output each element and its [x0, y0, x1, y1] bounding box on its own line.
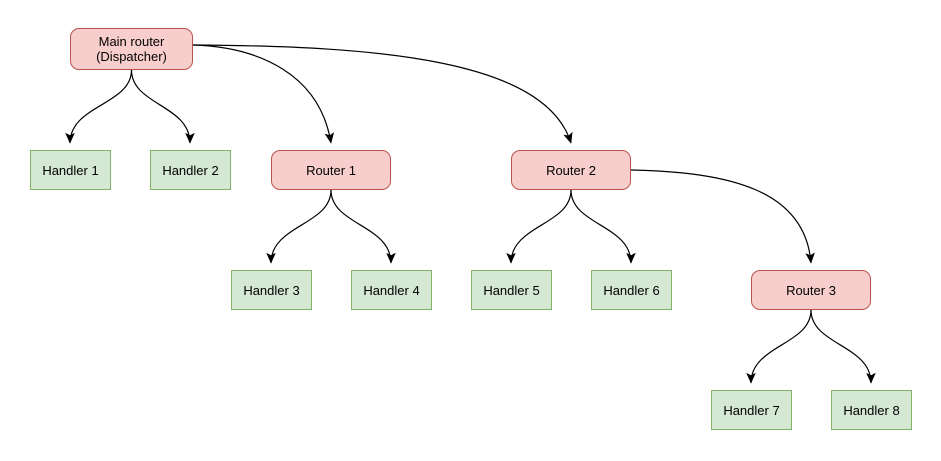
node-router-1[interactable]: Router 1 — [271, 150, 391, 190]
node-main-router[interactable]: Main router (Dispatcher) — [70, 28, 193, 70]
node-handler-3[interactable]: Handler 3 — [231, 270, 312, 310]
edge-main-h1 — [65, 69, 133, 144]
node-label-handler-1: Handler 1 — [42, 162, 99, 178]
node-handler-7[interactable]: Handler 7 — [711, 390, 792, 430]
edge-r3-h7 — [746, 309, 812, 384]
node-label-router-3: Router 3 — [786, 282, 836, 298]
edge-r2-h6 — [570, 189, 636, 264]
edge-main-r1 — [192, 44, 335, 144]
edges-group — [65, 44, 876, 384]
node-handler-6[interactable]: Handler 6 — [591, 270, 672, 310]
node-router-2[interactable]: Router 2 — [511, 150, 631, 190]
node-label-router-1: Router 1 — [306, 162, 356, 178]
node-handler-1[interactable]: Handler 1 — [30, 150, 111, 190]
edge-r1-h3 — [266, 189, 332, 264]
node-label-handler-8: Handler 8 — [843, 402, 900, 418]
node-label-handler-6: Handler 6 — [603, 282, 660, 298]
node-label-main-router: Main router (Dispatcher) — [96, 34, 167, 64]
node-label-handler-4: Handler 4 — [363, 282, 420, 298]
node-label-handler-2: Handler 2 — [162, 162, 219, 178]
node-handler-5[interactable]: Handler 5 — [471, 270, 552, 310]
node-handler-2[interactable]: Handler 2 — [150, 150, 231, 190]
edge-r2-h5 — [506, 189, 572, 264]
edge-main-h2 — [130, 69, 195, 144]
node-handler-8[interactable]: Handler 8 — [831, 390, 912, 430]
node-label-handler-5: Handler 5 — [483, 282, 540, 298]
node-label-handler-3: Handler 3 — [243, 282, 300, 298]
node-handler-4[interactable]: Handler 4 — [351, 270, 432, 310]
edge-r1-h4 — [330, 189, 396, 264]
edge-main-r2 — [192, 44, 573, 144]
edge-r2-r3 — [630, 169, 815, 264]
node-label-router-2: Router 2 — [546, 162, 596, 178]
edge-r3-h8 — [810, 309, 876, 384]
node-label-handler-7: Handler 7 — [723, 402, 780, 418]
node-router-3[interactable]: Router 3 — [751, 270, 871, 310]
